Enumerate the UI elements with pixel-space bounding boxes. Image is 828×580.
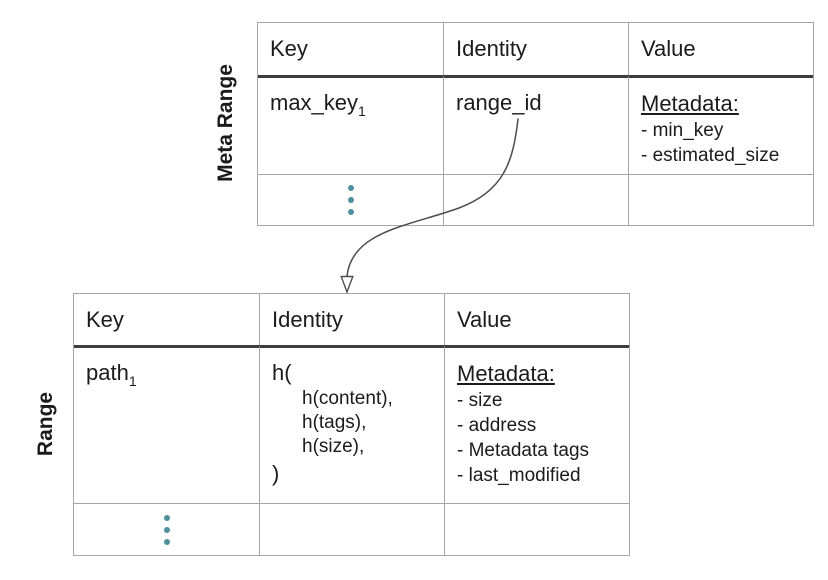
meta-header-identity: Identity [443,23,628,75]
meta-header-key: Key [270,36,308,61]
vertical-ellipsis-icon [163,526,170,533]
identity-hash-close: ) [272,461,280,486]
identity-hash-arg: h(content), [302,388,393,409]
range-value-item: - Metadata tags [457,440,590,461]
range-cell-identity: h( h(content), h(tags), h(size), ) [259,345,444,503]
arrowhead-icon [340,275,354,294]
range-value-item: - last_modified [457,465,581,486]
range-header-identity: Identity [259,294,444,345]
range-ellipsis-cell [74,503,259,555]
range-label: Range [34,391,57,457]
range-empty-cell [444,503,629,555]
identity-hash-arg: h(size), [302,436,365,457]
meta-empty-cell [628,174,813,225]
meta-ellipsis-cell [258,174,443,225]
range-table: Key Identity Value path1 h( h(content), … [73,293,630,556]
meta-key-subscript: 1 [358,103,366,119]
range-cell-key: path1 [74,345,259,503]
meta-header-value: Value [628,23,813,75]
meta-range-label: Meta Range [214,64,237,182]
vertical-ellipsis-icon [347,209,354,215]
identity-hash-open: h( [272,360,292,385]
meta-cell-value: Metadata: - min_key - estimated_size [628,75,813,174]
range-header-key: Key [86,306,124,332]
range-empty-cell [259,503,444,555]
meta-key-text: max_key [270,90,359,115]
meta-empty-cell [443,174,628,225]
identity-hash-arg: h(tags), [302,412,367,433]
vertical-ellipsis-icon [163,538,170,545]
meta-value-item: - min_key [641,120,724,141]
vertical-ellipsis-icon [163,514,170,521]
meta-identity-text: range_id [456,90,542,115]
range-key-subscript: 1 [128,373,137,389]
vertical-ellipsis-icon [347,197,354,203]
range-value-item: - address [457,415,537,436]
meta-cell-identity: range_id [443,75,628,174]
range-key-text: path [86,360,129,385]
range-cell-value: Metadata: - size - address - Metadata ta… [444,345,629,503]
meta-cell-key: max_key1 [258,75,443,174]
meta-range-table: Key Identity Value max_key1 range_id Met… [257,22,814,226]
meta-value-item: - estimated_size [641,145,780,166]
range-value-heading: Metadata: [457,361,555,386]
range-value-item: - size [457,390,503,411]
vertical-ellipsis-icon [347,185,354,191]
range-header-value: Value [444,294,629,345]
meta-value-heading: Metadata: [641,91,739,116]
